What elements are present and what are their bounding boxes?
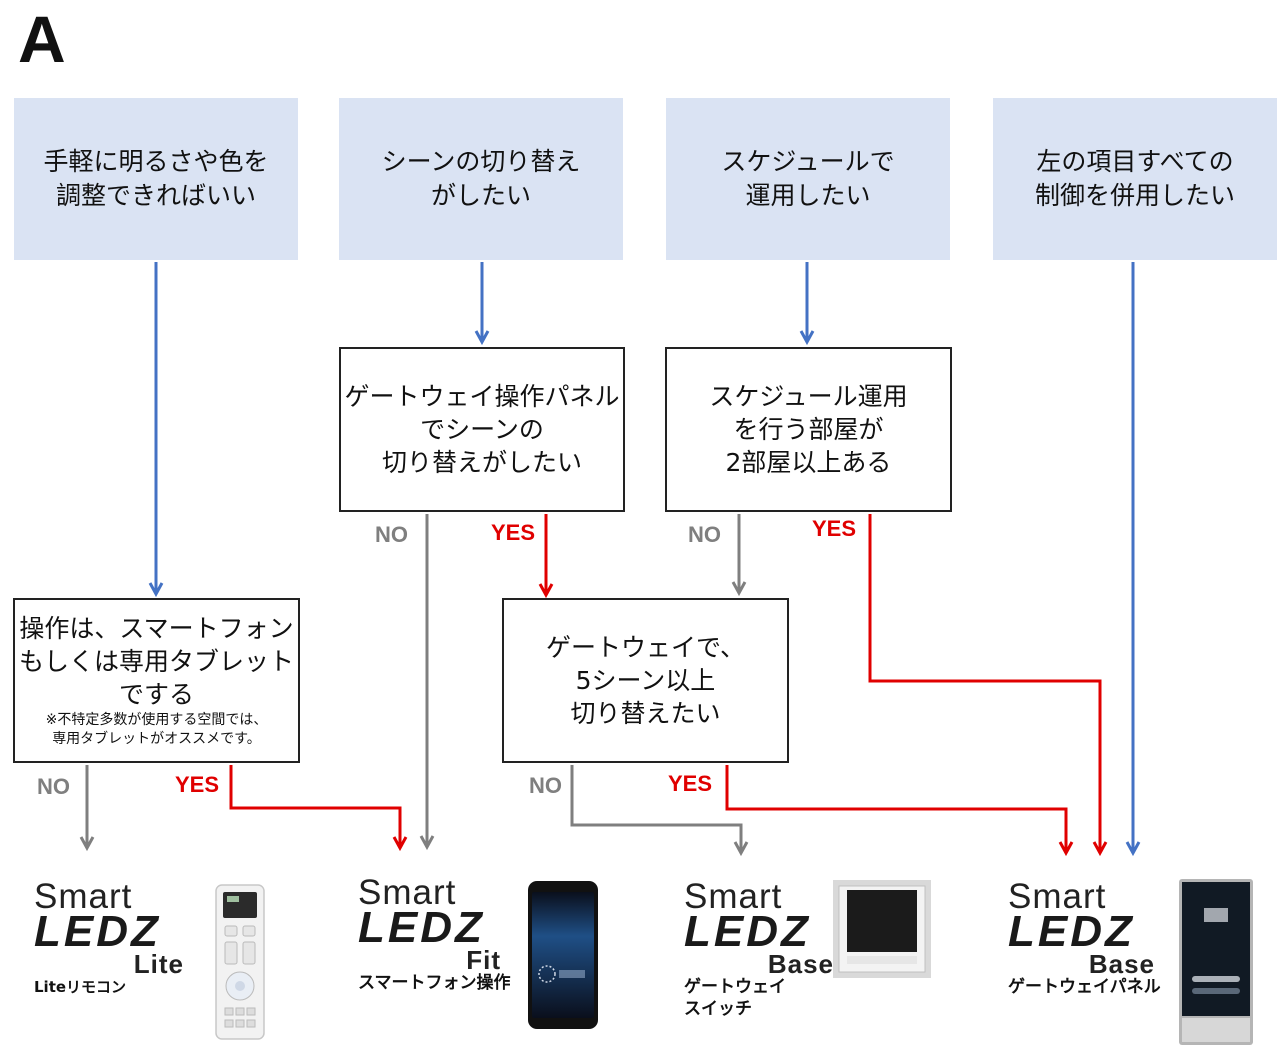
arrowhead <box>148 582 164 598</box>
question-note: ※不特定多数が使用する空間では、 専用タブレットがオススメです。 <box>45 712 268 747</box>
answer-yes-rooms: YES <box>812 516 857 541</box>
logo-sub-text: Base <box>767 949 834 979</box>
answer-no-five-scenes: NO <box>529 773 562 798</box>
question-box-operation: 操作は、スマートフォン もしくは専用タブレット でする ※不特定多数が使用する空… <box>13 598 300 763</box>
arrowhead <box>731 581 747 597</box>
panel-label: A <box>18 2 66 76</box>
product-logo-fit: Smart LEDZ Fit スマートフォン操作 <box>358 873 523 994</box>
question-box-five-scenes: ゲートウェイで、 5シーン以上 切り替えたい <box>502 598 789 763</box>
arrowhead <box>733 841 749 857</box>
arrowhead <box>474 330 490 346</box>
logo-smart-text: Smart <box>34 877 133 916</box>
gateway-panel-image <box>1179 879 1253 1045</box>
question-text: ゲートウェイ操作パネル でシーンの 切り替えがしたい <box>344 382 620 477</box>
product-caption: スマートフォン操作 <box>358 973 511 993</box>
product-logo-base-switch: Smart LEDZ Base ゲートウェイ スイッチ <box>684 877 834 1020</box>
arrowhead <box>1125 841 1141 857</box>
answer-no-rooms: NO <box>688 522 721 547</box>
logo-sub-text: Base <box>1088 949 1155 979</box>
top-box-schedule: スケジュールで 運用したい <box>666 98 950 260</box>
logo-smart-text: Smart <box>1008 877 1107 916</box>
smartphone-image <box>528 881 598 1029</box>
answer-yes-five-scenes: YES <box>668 771 713 796</box>
question-text: 操作は、スマートフォン もしくは専用タブレット でする <box>18 614 294 709</box>
answer-no-operation: NO <box>37 774 70 799</box>
top-box-scene: シーンの切り替え がしたい <box>339 98 623 260</box>
logo-smart-text: Smart <box>358 873 457 912</box>
arrow-yes-rooms <box>868 514 1102 853</box>
logo-ledz-text: LEDZ <box>684 907 811 956</box>
arrow-no-five-scenes <box>570 765 743 853</box>
blue-arrows <box>148 262 1141 857</box>
top-box-all: 左の項目すべての 制御を併用したい <box>993 98 1277 260</box>
arrowhead <box>392 836 408 852</box>
remote-control-image <box>215 884 265 1040</box>
logo-sub-text: Lite <box>133 949 184 979</box>
arrowhead <box>799 330 815 346</box>
top-box-brightness: 手軽に明るさや色を 調整できればいい <box>14 98 298 260</box>
arrowhead <box>1058 841 1074 857</box>
logo-ledz-text: LEDZ <box>358 903 485 952</box>
arrowhead <box>79 836 95 852</box>
logo-ledz-text: LEDZ <box>34 907 161 956</box>
logo-sub-text: Fit <box>466 945 501 975</box>
answer-no-gateway-panel: NO <box>375 522 408 547</box>
gateway-switch-image <box>833 880 931 978</box>
product-caption: ゲートウェイ スイッチ <box>684 977 786 1019</box>
question-text: ゲートウェイで、 5シーン以上 切り替えたい <box>545 633 745 728</box>
arrow-yes-operation <box>229 765 402 848</box>
arrowhead <box>419 835 435 851</box>
gray-arrows <box>79 514 749 857</box>
arrowhead <box>538 583 554 599</box>
answer-yes-gateway-panel: YES <box>491 520 536 545</box>
question-box-gateway-panel: ゲートウェイ操作パネル でシーンの 切り替えがしたい <box>339 347 625 512</box>
product-caption: ゲートウェイパネル <box>1008 977 1161 997</box>
arrow-yes-five-scenes <box>725 765 1068 853</box>
answer-yes-operation: YES <box>175 772 220 797</box>
arrowhead <box>1092 841 1108 857</box>
question-box-rooms: スケジュール運用 を行う部屋が 2部屋以上ある <box>665 347 952 512</box>
product-caption: Liteリモコン <box>34 978 127 996</box>
product-logo-base-panel: Smart LEDZ Base ゲートウェイパネル <box>1008 877 1173 998</box>
question-text: スケジュール運用 を行う部屋が 2部屋以上ある <box>709 382 908 477</box>
logo-smart-text: Smart <box>684 877 783 916</box>
logo-ledz-text: LEDZ <box>1008 907 1135 956</box>
product-logo-lite: Smart LEDZ Lite Liteリモコン <box>34 877 184 998</box>
red-arrows <box>229 514 1108 857</box>
